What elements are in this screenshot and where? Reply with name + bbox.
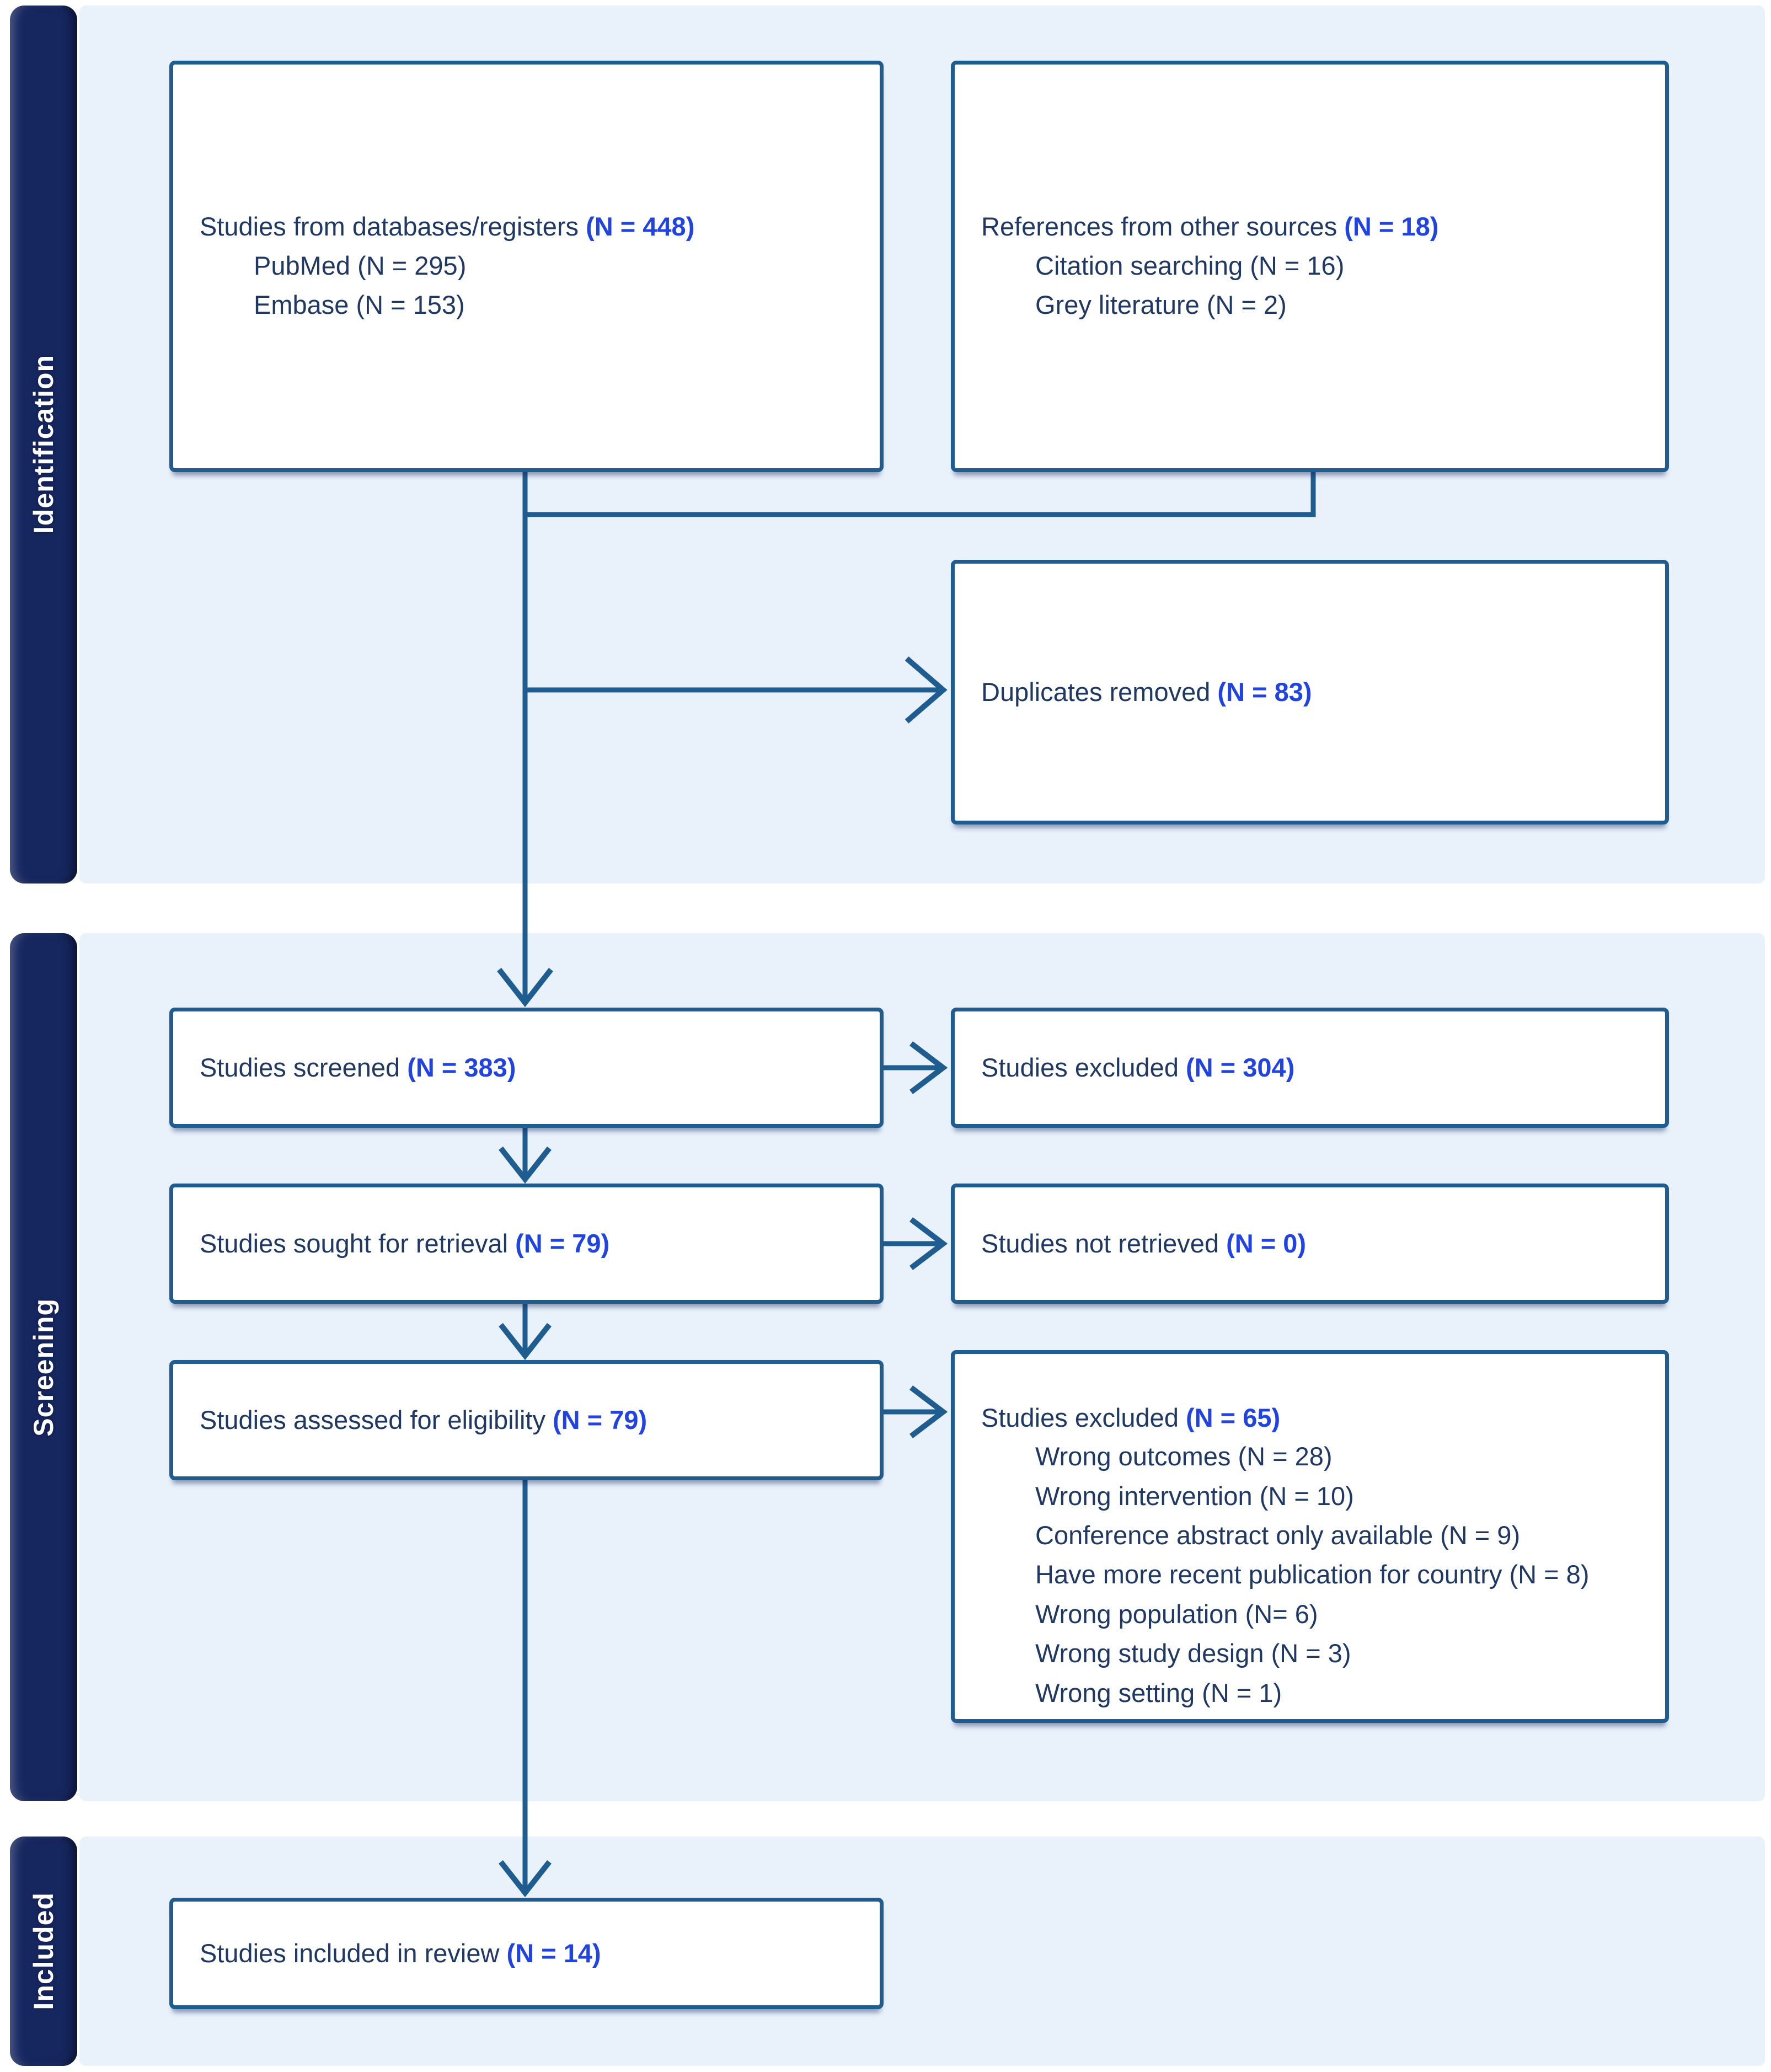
screening-phase-tab: Screening <box>10 933 77 1801</box>
box-label: Studies assessed for eligibility (N = 79… <box>200 1401 853 1439</box>
box-references-other-sources: References from other sources (N = 18) C… <box>951 61 1669 472</box>
box-label: Duplicates removed (N = 83) <box>981 673 1639 711</box>
identification-phase-tab: Identification <box>10 6 77 884</box>
exclusion-reason: Wrong setting (N = 1) <box>1035 1678 1282 1707</box>
included-phase-label: Included <box>28 1892 59 2010</box>
box-studies-assessed-eligibility: Studies assessed for eligibility (N = 79… <box>169 1360 884 1480</box>
box-subitem: Embase (N = 153) <box>254 290 465 320</box>
box-label: Studies included in review (N = 14) <box>200 1935 853 1972</box>
exclusion-reason: Wrong study design (N = 3) <box>1035 1639 1351 1668</box>
box-count: (N = 304) <box>1186 1052 1295 1082</box>
exclusion-reason: Conference abstract only available (N = … <box>1035 1520 1521 1550</box>
box-label: Studies not retrieved (N = 0) <box>981 1225 1639 1262</box>
box-count: (N = 448) <box>586 212 695 242</box>
box-label: Studies sought for retrieval (N = 79) <box>200 1225 853 1262</box>
screening-phase-label: Screening <box>28 1298 59 1437</box>
box-count: (N = 83) <box>1217 677 1312 706</box>
box-duplicates-removed: Duplicates removed (N = 83) <box>951 560 1669 824</box>
box-count: (N = 79) <box>515 1228 610 1258</box>
exclusion-reason: Wrong outcomes (N = 28) <box>1035 1442 1333 1471</box>
box-subitem: Citation searching (N = 16) <box>1035 250 1345 280</box>
box-subitem: PubMed (N = 295) <box>254 250 467 280</box>
box-label-text: References from other sources <box>981 212 1345 242</box>
box-label: Studies screened (N = 383) <box>200 1049 853 1086</box>
box-count: (N = 14) <box>506 1938 601 1968</box>
exclusion-reason: Wrong intervention (N = 10) <box>1035 1481 1354 1511</box>
box-label-text: Duplicates removed <box>981 677 1218 706</box>
box-label-text: Studies not retrieved <box>981 1228 1227 1258</box>
box-subitem: Grey literature (N = 2) <box>1035 290 1287 320</box>
box-studies-included-review: Studies included in review (N = 14) <box>169 1898 884 2009</box>
box-studies-excluded-eligibility: Studies excluded (N = 65) Wrong outcomes… <box>951 1350 1669 1723</box>
box-studies-from-databases: Studies from databases/registers (N = 44… <box>169 61 884 472</box>
box-label-text: Studies excluded <box>981 1052 1186 1082</box>
exclusion-reason: Wrong population (N= 6) <box>1035 1599 1318 1629</box>
box-label: Studies excluded (N = 304) <box>981 1049 1639 1086</box>
box-studies-excluded-screening: Studies excluded (N = 304) <box>951 1008 1669 1128</box>
included-phase-tab: Included <box>10 1837 77 2066</box>
box-studies-not-retrieved: Studies not retrieved (N = 0) <box>951 1184 1669 1304</box>
box-studies-sought-retrieval: Studies sought for retrieval (N = 79) <box>169 1184 884 1304</box>
box-label-text: Studies screened <box>200 1052 408 1082</box>
box-label: Studies excluded (N = 65) <box>981 1399 1639 1437</box>
box-label: References from other sources (N = 18) <box>981 208 1639 245</box>
box-count: (N = 65) <box>1186 1403 1281 1432</box>
box-count: (N = 383) <box>407 1052 516 1082</box>
box-label-text: Studies included in review <box>200 1938 507 1968</box>
identification-phase-label: Identification <box>28 355 59 534</box>
box-count: (N = 18) <box>1344 212 1439 242</box>
box-count: (N = 0) <box>1226 1228 1307 1258</box>
box-label: Studies from databases/registers (N = 44… <box>200 208 853 245</box>
box-label-text: Studies sought for retrieval <box>200 1228 516 1258</box>
box-count: (N = 79) <box>553 1405 648 1434</box>
box-label-text: Studies assessed for eligibility <box>200 1405 553 1434</box>
box-label-text: Studies excluded <box>981 1403 1186 1432</box>
box-studies-screened: Studies screened (N = 383) <box>169 1008 884 1128</box>
exclusion-reason: Have more recent publication for country… <box>1035 1560 1590 1589</box>
box-label-text: Studies from databases/registers <box>200 212 586 242</box>
